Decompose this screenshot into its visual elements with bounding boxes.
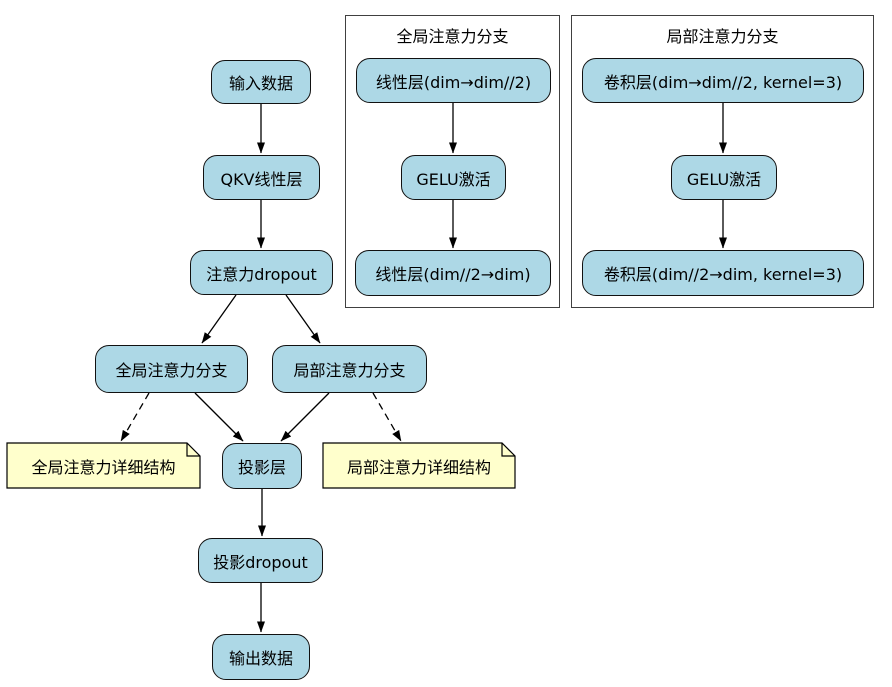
node-local-conv2: 卷积层(dim//2→dim, kernel=3)	[582, 250, 864, 296]
node-global-linear1: 线性层(dim→dim//2)	[356, 58, 551, 103]
node-qkv-linear: QKV线性层	[203, 155, 320, 200]
edge-global-branch-note	[120, 392, 150, 442]
edge-local-branch-note	[372, 392, 402, 442]
node-global-linear2: 线性层(dim//2→dim)	[355, 250, 551, 296]
node-local-conv1: 卷积层(dim→dim//2, kernel=3)	[582, 58, 864, 103]
note-global-detail: 全局注意力详细结构	[31, 457, 176, 477]
node-local-branch: 局部注意力分支	[272, 345, 427, 393]
edge-attn-local-branch	[285, 294, 321, 344]
edge-local-branch-proj	[280, 392, 330, 442]
note-local-detail: 局部注意力详细结构	[346, 457, 491, 477]
cluster-local-attention: 局部注意力分支	[571, 15, 874, 308]
node-projection-dropout: 投影dropout	[198, 538, 323, 583]
node-local-gelu: GELU激活	[671, 155, 777, 200]
node-global-branch: 全局注意力分支	[95, 345, 248, 393]
node-input-data: 输入数据	[211, 60, 311, 104]
node-global-gelu: GELU激活	[401, 155, 506, 200]
node-projection: 投影层	[222, 443, 302, 489]
node-output-data: 输出数据	[212, 634, 310, 680]
cluster-global-attention: 全局注意力分支	[345, 15, 560, 308]
node-attention-dropout: 注意力dropout	[190, 250, 333, 295]
edge-global-branch-proj	[194, 392, 244, 442]
edge-attn-global-branch	[201, 294, 237, 344]
cluster-local-title: 局部注意力分支	[666, 27, 779, 46]
cluster-global-title: 全局注意力分支	[396, 27, 509, 46]
